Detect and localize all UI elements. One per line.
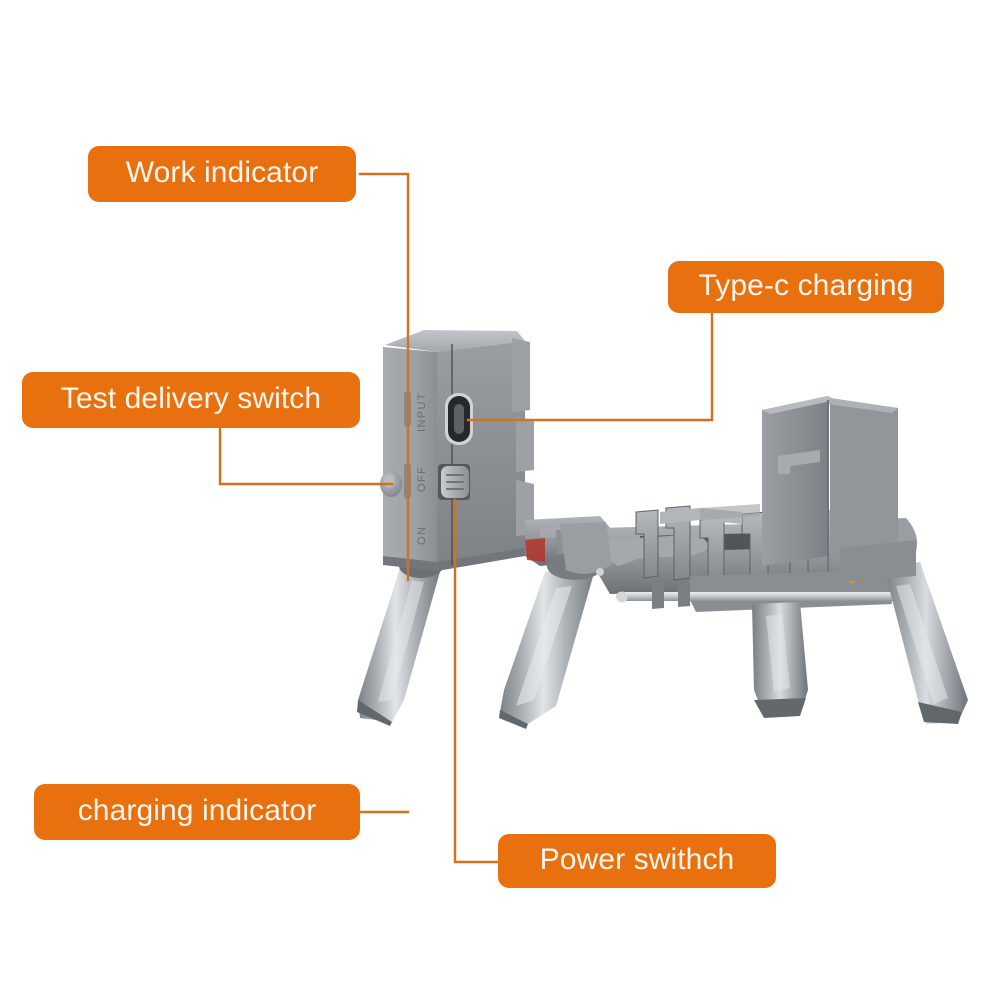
callout-type-c-charging[interactable]: Type-c charging <box>668 261 944 313</box>
callout-label: charging indicator <box>77 794 317 827</box>
callout-label: Test delivery switch <box>60 382 322 415</box>
usb-c-port <box>445 393 473 445</box>
delivery-module-body: INPUT OFF ON <box>380 330 534 571</box>
charging-indicator-led <box>404 463 411 499</box>
callout-charging-indicator[interactable]: charging indicator <box>34 784 360 840</box>
callout-test-delivery-switch[interactable]: Test delivery switch <box>22 372 360 428</box>
power-slider-switch <box>438 464 470 500</box>
landing-leg <box>357 554 443 726</box>
work-indicator-led <box>404 391 411 427</box>
callout-label: Type-c charging <box>698 269 914 302</box>
landing-leg <box>752 602 808 718</box>
right-module-body <box>762 396 916 582</box>
marking-off: OFF <box>416 466 428 492</box>
callout-label: Power swithch <box>539 843 735 876</box>
hinge-screw <box>596 568 604 576</box>
test-delivery-button <box>380 471 402 497</box>
callout-power-switch[interactable]: Power swithch <box>498 834 776 888</box>
callout-label: Work indicator <box>125 156 319 189</box>
marking-on: ON <box>416 526 428 545</box>
callout-work-indicator[interactable]: Work indicator <box>88 146 356 202</box>
marking-input: INPUT <box>416 392 428 432</box>
landing-leg-hinge <box>560 522 612 576</box>
release-clamp <box>596 505 916 612</box>
